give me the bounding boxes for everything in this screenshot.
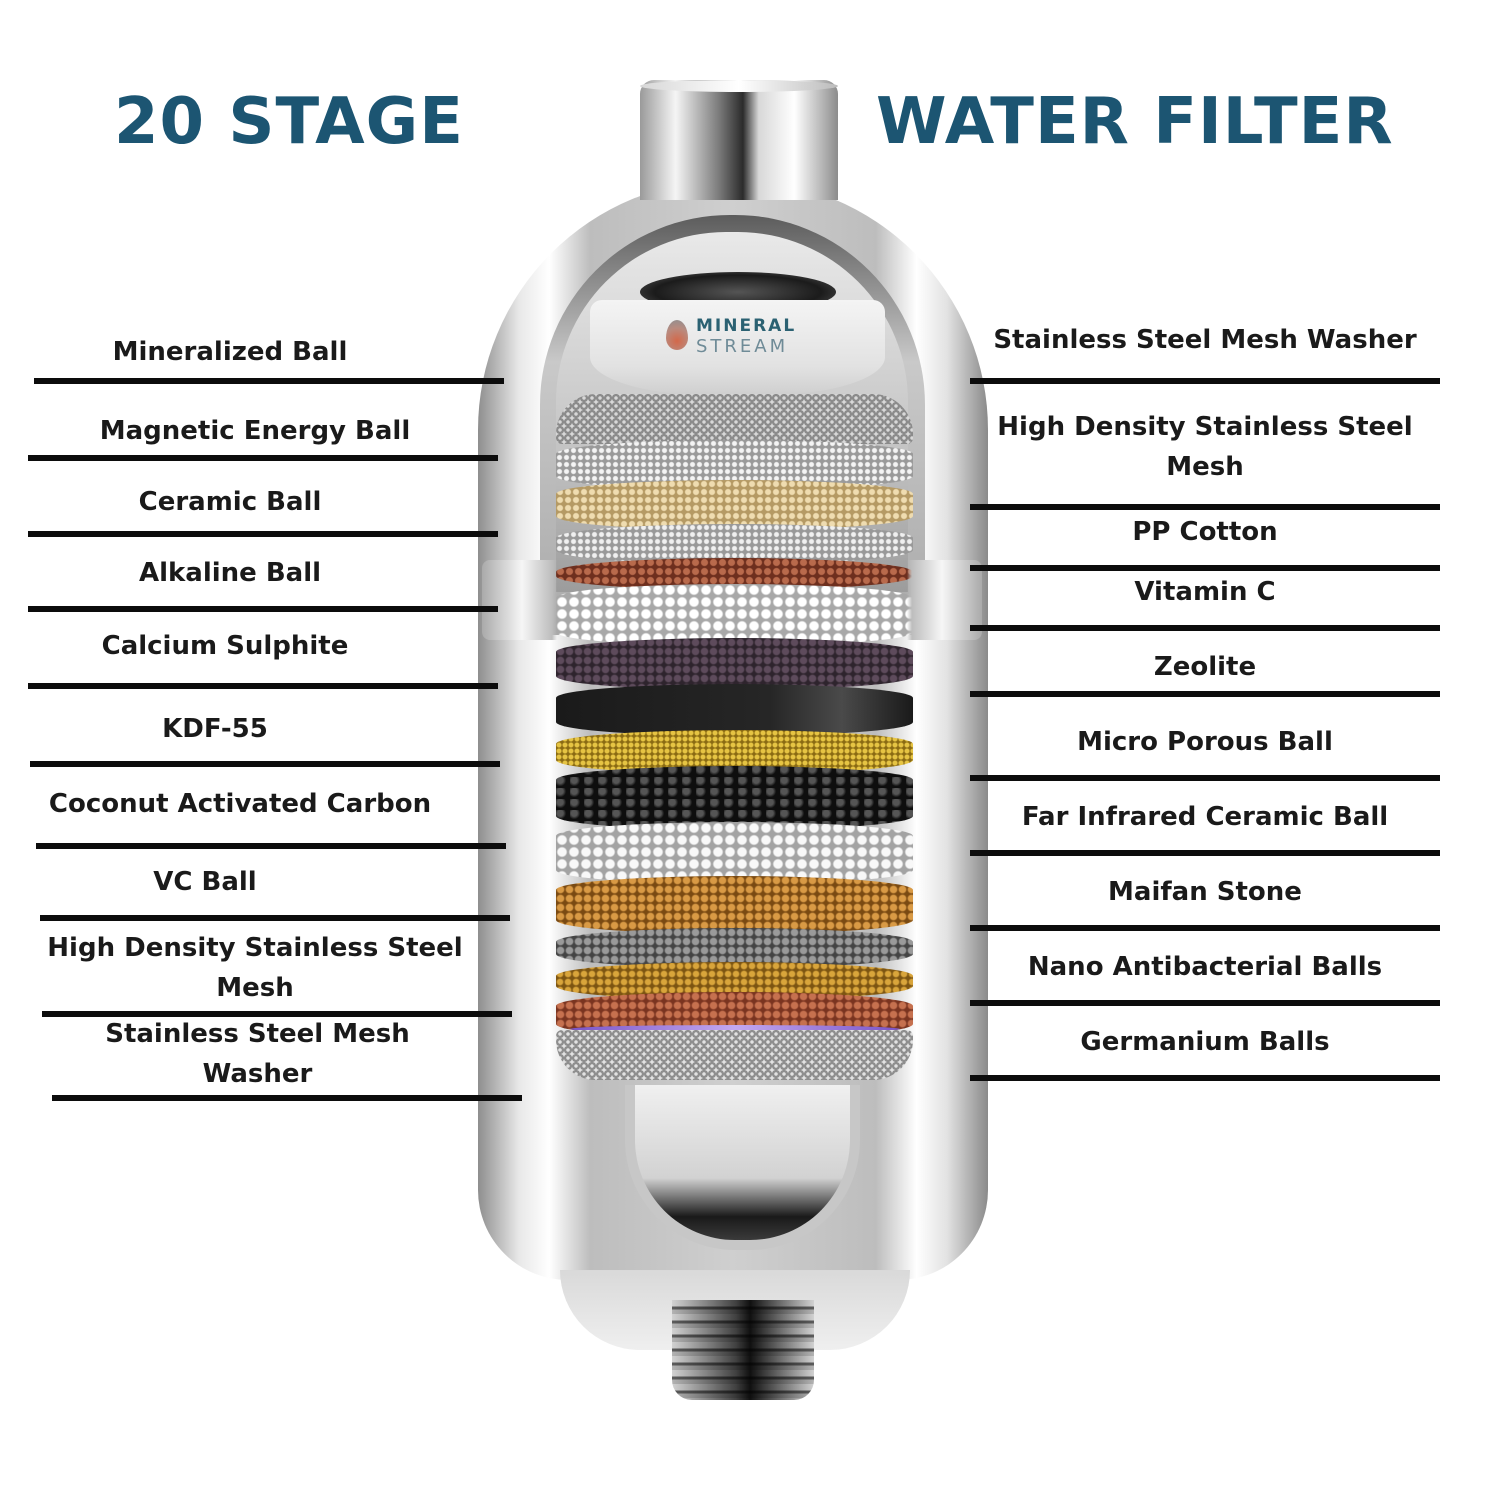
right-rule-10 — [970, 1075, 1440, 1081]
layer-white-balls — [556, 584, 913, 646]
left-label-1: Mineralized Ball — [112, 337, 348, 367]
title-right: WATER FILTER — [876, 85, 1394, 159]
right-label-10: Germanium Balls — [1080, 1027, 1330, 1057]
left-label-7: Coconut Activated Carbon — [48, 789, 432, 819]
layer-purple-balls — [556, 638, 913, 690]
left-rule-4 — [28, 606, 498, 612]
left-rule-8 — [40, 915, 510, 921]
left-label-4: Alkaline Ball — [138, 558, 322, 588]
layer-amber-balls-2 — [556, 962, 913, 1000]
filter-shell — [478, 180, 988, 1280]
right-label-3: PP Cotton — [1132, 517, 1278, 547]
layer-tan-balls — [556, 480, 913, 530]
left-rule-10 — [52, 1095, 522, 1101]
outlet-thread — [672, 1300, 814, 1400]
right-rule-6 — [970, 775, 1440, 781]
filter-cartridge-layers — [556, 440, 913, 1070]
brand-line-2: STREAM — [696, 336, 789, 357]
o-ring — [640, 272, 836, 312]
right-label-4: Vitamin C — [1134, 577, 1276, 607]
top-cup — [590, 300, 885, 395]
left-label-9: High Density Stainless Steel Mesh — [47, 933, 463, 1003]
left-label-2: Magnetic Energy Ball — [99, 416, 411, 446]
housing-taper — [560, 1270, 910, 1350]
left-label-8: VC Ball — [153, 867, 257, 897]
outlet-chamber — [625, 1085, 860, 1250]
right-label-8: Maifan Stone — [1108, 877, 1302, 907]
right-rule-7 — [970, 850, 1440, 856]
right-rule-1 — [970, 378, 1440, 384]
layer-carbon-chunks — [556, 766, 913, 830]
right-rule-2 — [970, 504, 1440, 510]
layer-amber-balls — [556, 876, 913, 934]
bottom-mesh-screen — [556, 1030, 913, 1080]
left-rule-6 — [30, 761, 500, 767]
inner-dome-cavity — [556, 232, 908, 592]
left-rule-3 — [28, 531, 498, 537]
inlet-cap — [640, 80, 838, 200]
layer-black-balls — [556, 684, 913, 736]
right-rule-4 — [970, 625, 1440, 631]
layer-red-brown-balls — [556, 558, 913, 590]
left-label-6: KDF-55 — [162, 714, 268, 744]
left-rule-7 — [36, 843, 506, 849]
layer-silver-balls-2 — [556, 524, 913, 564]
layer-silver-balls — [556, 440, 913, 490]
brand-logo: MINERAL STREAM — [666, 316, 816, 366]
layer-copper-balls — [556, 992, 913, 1038]
housing-seam-band — [482, 560, 982, 640]
layer-gray-balls — [556, 928, 913, 968]
title-left: 20 STAGE — [114, 85, 464, 159]
right-label-5: Zeolite — [1153, 652, 1257, 682]
inner-dome — [540, 215, 925, 635]
right-label-2: High Density Stainless Steel Mesh — [997, 412, 1413, 482]
inlet-cap-rim — [640, 80, 838, 92]
brand-line-1: MINERAL — [696, 316, 797, 336]
right-label-7: Far Infrared Ceramic Ball — [1021, 802, 1389, 832]
right-label-9: Nano Antibacterial Balls — [1027, 952, 1383, 982]
left-label-5: Calcium Sulphite — [101, 631, 349, 661]
top-mesh-screen — [556, 394, 913, 444]
water-drop-icon — [666, 320, 688, 350]
layer-gold-granules — [556, 730, 913, 774]
left-rule-2 — [28, 455, 498, 461]
left-rule-9 — [42, 1011, 512, 1017]
purple-ring — [570, 1025, 900, 1033]
right-rule-9 — [970, 1000, 1440, 1006]
right-label-1: Stainless Steel Mesh Washer — [993, 325, 1417, 355]
right-rule-8 — [970, 925, 1440, 931]
left-label-3: Ceramic Ball — [138, 487, 322, 517]
right-rule-3 — [970, 565, 1440, 571]
right-label-6: Micro Porous Ball — [1077, 727, 1333, 757]
layer-white-balls-2 — [556, 822, 913, 884]
right-rule-5 — [970, 691, 1440, 697]
left-label-10: Stainless Steel Mesh Washer — [105, 1019, 410, 1089]
left-rule-5 — [28, 683, 498, 689]
left-rule-1 — [34, 378, 504, 384]
